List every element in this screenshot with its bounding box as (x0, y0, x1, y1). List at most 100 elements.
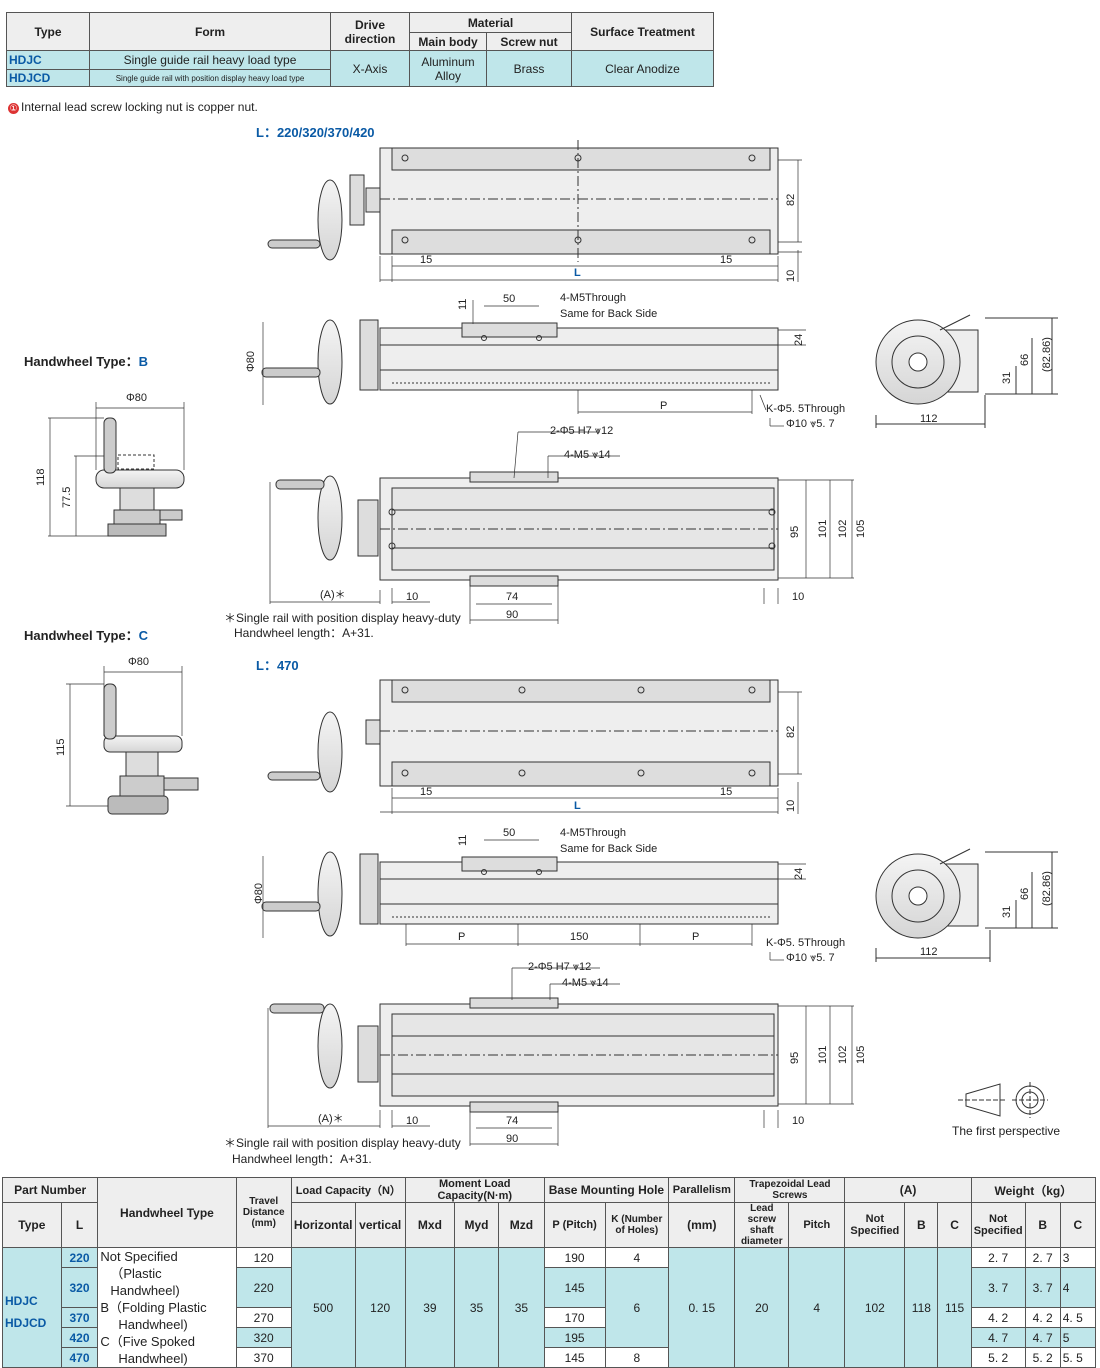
dim-115: 115 (55, 738, 67, 756)
travel-header: Travel Distance (mm) (235, 1177, 292, 1248)
dim-24: 24 (793, 868, 805, 880)
w-c-cell: 3 (1059, 1247, 1097, 1268)
vertical-header: vertical (354, 1202, 406, 1248)
w-c-cell: 4. 5 (1059, 1307, 1097, 1328)
dim-phi80: Φ80 (128, 656, 149, 668)
dim-P: P (458, 931, 465, 943)
par-unit-header: (mm) (668, 1202, 736, 1248)
footnote-2a: ＊Single rail with position display heavy… (224, 1136, 461, 1150)
dim-10: 10 (406, 1115, 418, 1127)
spec-table: Part Number Handwheel Type Travel Distan… (1, 1177, 1097, 1368)
w-b-header: B (1024, 1202, 1061, 1248)
section-label-l2: L：470 (256, 658, 299, 673)
horizontal-cell: 500 (290, 1247, 356, 1368)
handwheel-type-cell: Not Specified （Plastic Handwheel) B（Fold… (97, 1247, 237, 1368)
side-view-2 (261, 851, 779, 937)
footnote-2b: Handwheel length：A+31. (232, 1152, 372, 1166)
p-cell: 145 (543, 1347, 606, 1368)
footnote-1a: ＊Single rail with position display heavy… (224, 611, 461, 625)
parallelism-cell: 0. 15 (668, 1247, 736, 1368)
type-header: Type (2, 1202, 62, 1248)
dim-phi5h7: 2-Φ5 H7 ⩔12 (528, 961, 591, 973)
dim-101: 101 (817, 520, 829, 538)
bottom-view-2 (269, 997, 779, 1113)
horizontal-header: Horizontal (290, 1202, 356, 1248)
dim-P: P (692, 931, 699, 943)
mxd-header: Mxd (404, 1202, 455, 1248)
perspective-caption: The first perspective (952, 1124, 1061, 1138)
dim-90: 90 (506, 609, 518, 621)
w-ns-cell: 2. 7 (970, 1247, 1026, 1268)
dim-82: 82 (785, 726, 797, 738)
travel-cell: 120 (235, 1247, 292, 1268)
dim-15: 15 (420, 254, 432, 266)
dim-cbore: Φ10 ⩔5. 7 (786, 418, 835, 430)
handwheel-b-drawing (48, 402, 185, 537)
p-cell: 145 (543, 1267, 606, 1308)
moment-header: Moment Load Capacity(N·m) (404, 1177, 545, 1203)
k-cell: 4 (604, 1247, 670, 1268)
mxd-cell: 39 (404, 1247, 455, 1368)
k-cell: 8 (604, 1347, 670, 1368)
dim-phi80: Φ80 (245, 351, 257, 372)
travel-cell: 270 (235, 1307, 292, 1328)
w-c-cell: 5. 5 (1059, 1347, 1097, 1368)
dim-A: (A)＊ (320, 589, 346, 601)
w-b-cell: 4. 7 (1024, 1327, 1061, 1348)
bottom-dims-2 (267, 967, 854, 1146)
surface-cell: Clear Anodize (571, 50, 714, 87)
dim-31: 31 (1001, 906, 1013, 918)
k-header: K (Number of Holes) (604, 1202, 670, 1248)
handwheel-b-title: Handwheel Type：B (24, 354, 149, 369)
dim-50: 50 (503, 293, 515, 305)
dim-112: 112 (920, 946, 938, 958)
handwheel-c-title: Handwheel Type：C (24, 628, 149, 643)
dim-150: 150 (570, 931, 588, 943)
dim-102: 102 (837, 1046, 849, 1064)
footnote-1b: Handwheel length：A+31. (234, 626, 374, 640)
mzd-header: Mzd (498, 1202, 545, 1248)
w-ns-header: Not Specified (970, 1202, 1026, 1248)
dim-lines-2 (380, 691, 802, 814)
parallelism-header: Parallelism (668, 1177, 736, 1203)
dim-10: 10 (785, 270, 797, 282)
dim-P: P (660, 400, 667, 412)
dim-15: 15 (720, 254, 732, 266)
w-c-cell: 5 (1059, 1327, 1097, 1348)
travel-cell: 320 (235, 1327, 292, 1348)
section-label-l1: L：220/320/370/420 (256, 125, 375, 140)
a-header: (A) (844, 1177, 972, 1203)
a-ns-header: Not Specified (844, 1202, 906, 1248)
weight-header: Weight（kg） (970, 1177, 1097, 1203)
mzd-cell: 35 (498, 1247, 545, 1368)
top-view-1 (267, 140, 779, 262)
pitch-header: Pitch (788, 1202, 846, 1248)
dim-k-phi: K-Φ5. 5Through (766, 937, 845, 949)
first-perspective-symbol (958, 1082, 1048, 1118)
shaft-cell: 20 (734, 1247, 790, 1368)
dim-95: 95 (789, 526, 801, 538)
dim-66: 66 (1019, 888, 1031, 900)
dim-105: 105 (855, 1046, 867, 1064)
pitch-cell: 4 (788, 1247, 846, 1368)
dim-10: 10 (406, 591, 418, 603)
dim-k-phi: K-Φ5. 5Through (766, 403, 845, 415)
dim-101: 101 (817, 1046, 829, 1064)
w-c-cell: 4 (1059, 1267, 1097, 1308)
dim-77-5: 77.5 (61, 487, 73, 508)
a-b-cell: 118 (904, 1247, 939, 1368)
dim-95: 95 (789, 1052, 801, 1064)
l-header: L (60, 1202, 99, 1248)
dim-m5-14: 4-M5 ⩔14 (564, 449, 611, 461)
dim-50: 50 (503, 827, 515, 839)
dim-10: 10 (792, 1115, 804, 1127)
dim-cbore: Φ10 ⩔5. 7 (786, 952, 835, 964)
w-c-header: C (1059, 1202, 1097, 1248)
myd-header: Myd (453, 1202, 500, 1248)
w-b-cell: 3. 7 (1024, 1267, 1061, 1308)
w-b-cell: 5. 2 (1024, 1347, 1061, 1368)
w-b-cell: 4. 2 (1024, 1307, 1061, 1328)
a-b-header: B (904, 1202, 939, 1248)
p-header: P (Pitch) (543, 1202, 606, 1248)
note-text: Internal lead screw locking nut is coppe… (21, 100, 258, 114)
